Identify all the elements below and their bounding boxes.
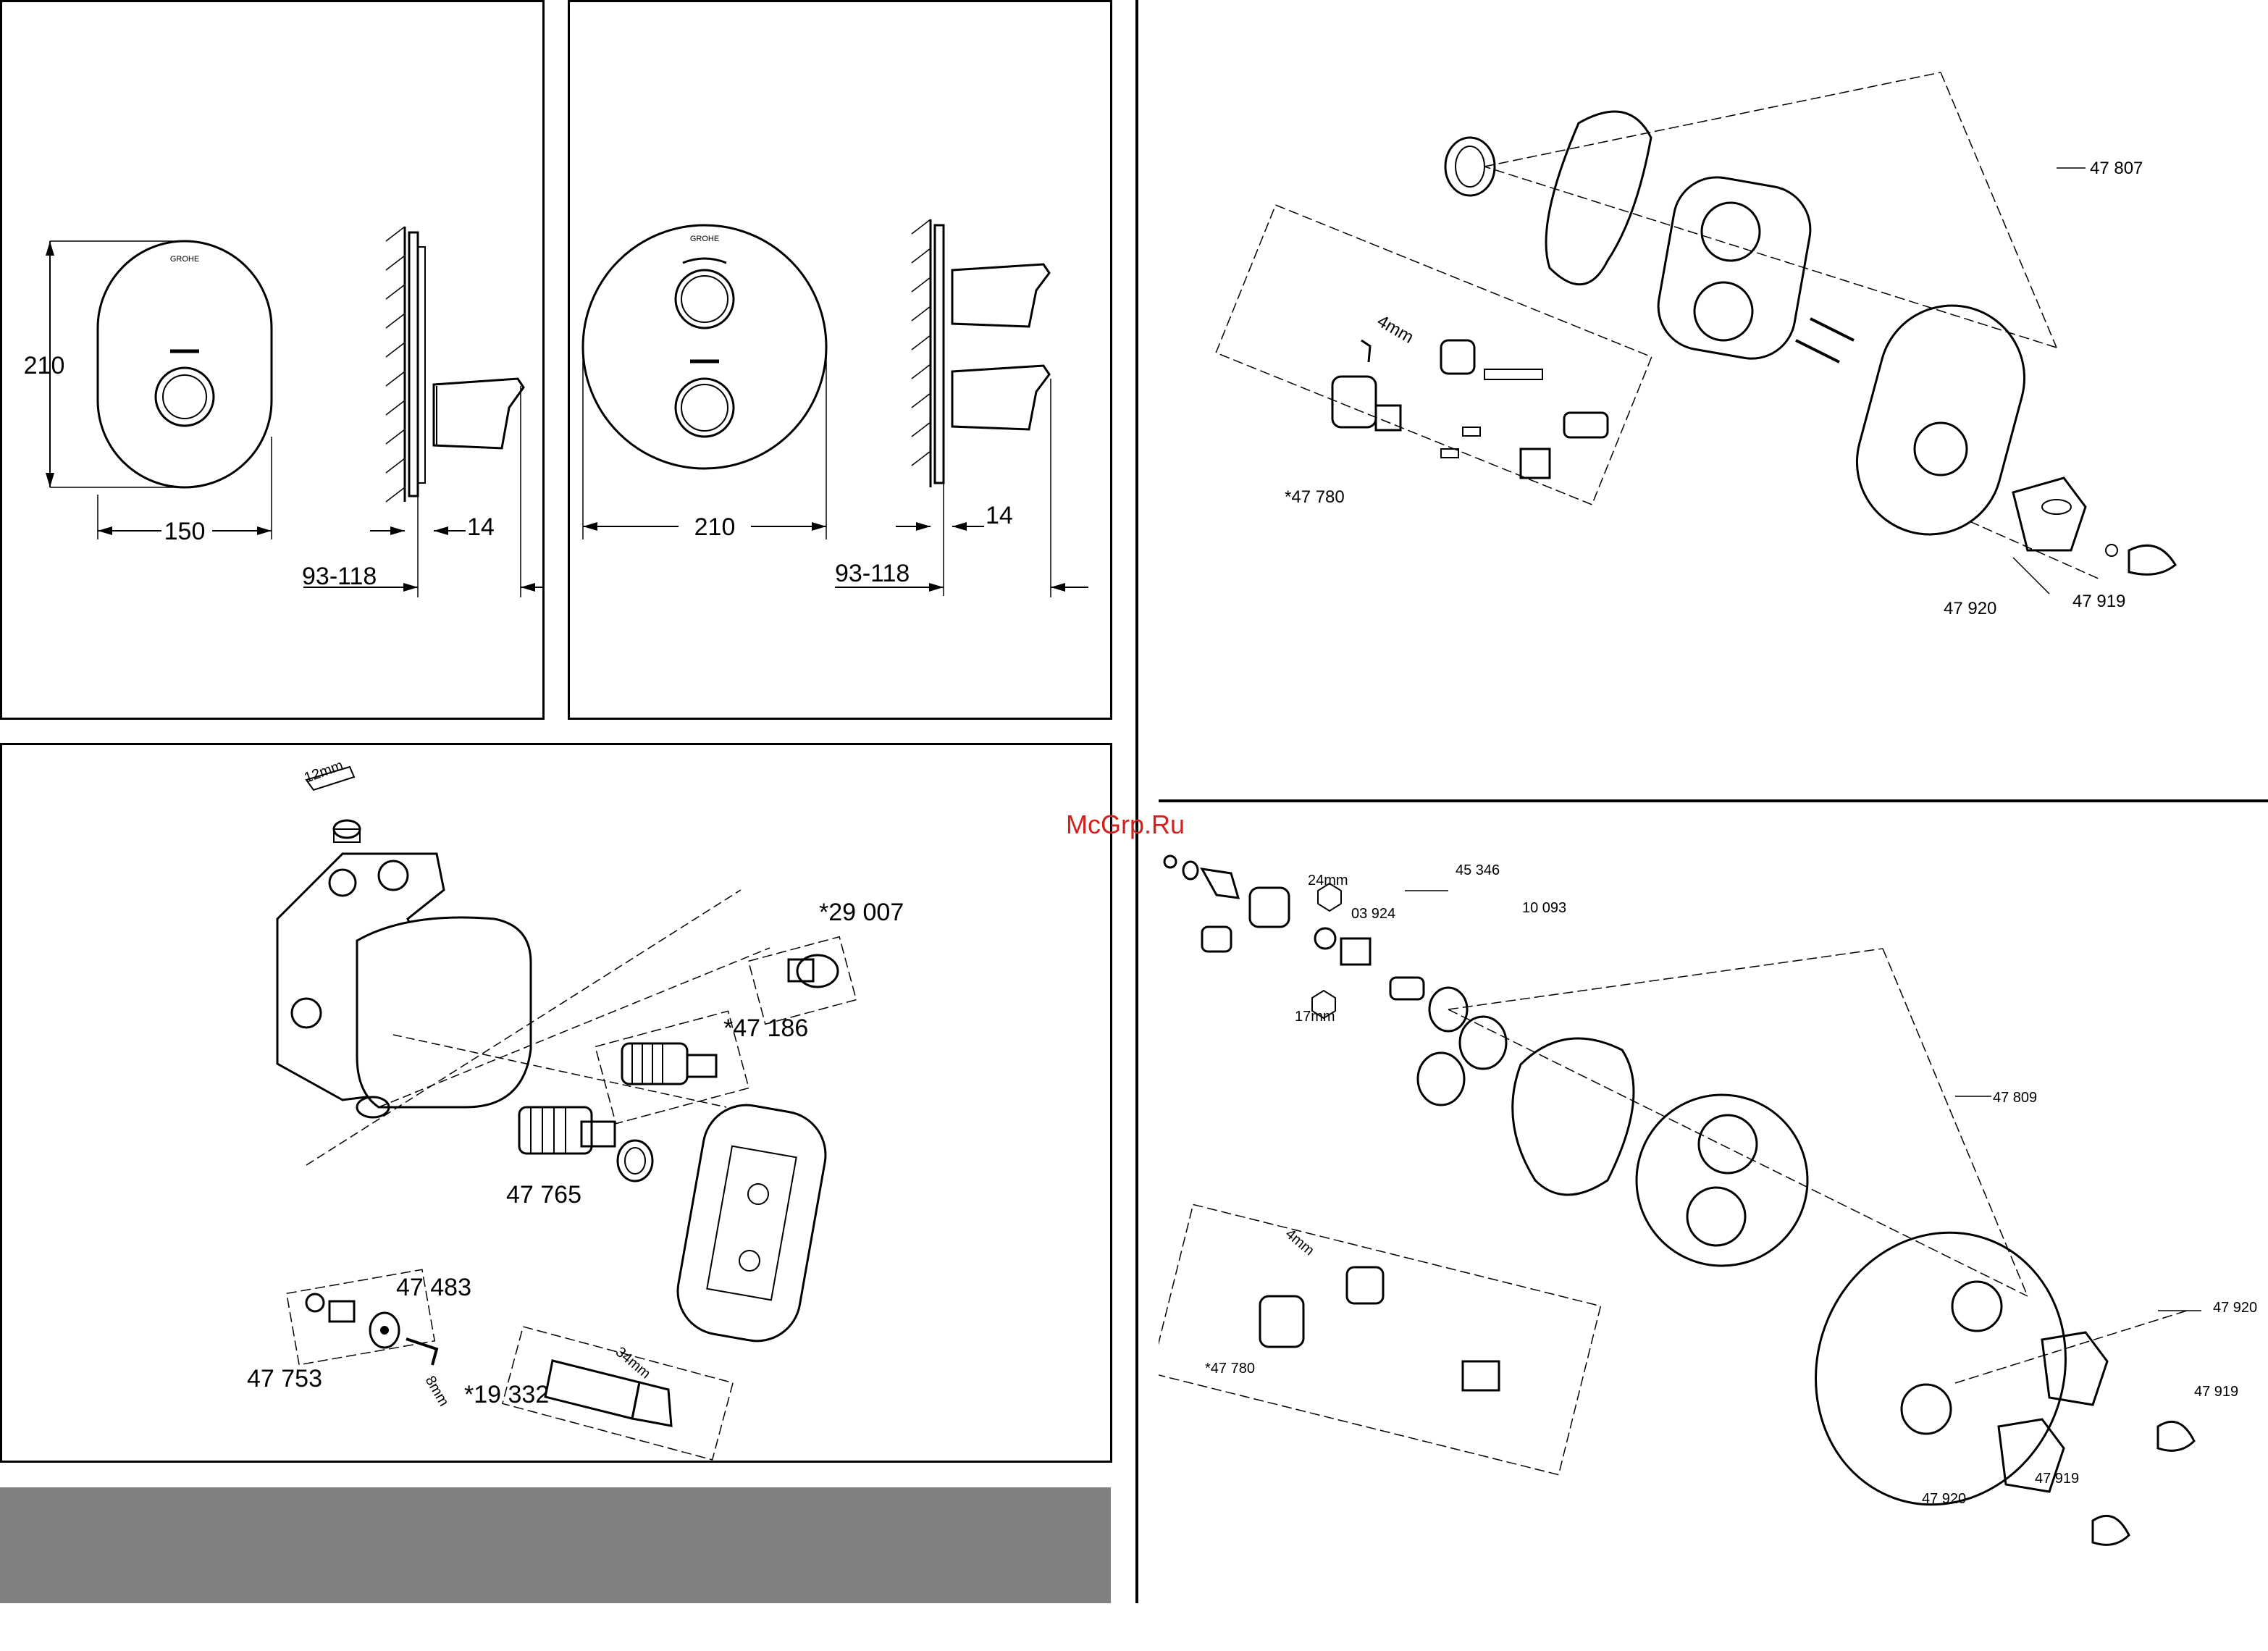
part-47919-left: 47 919 xyxy=(2035,1471,2079,1487)
tool-label-17: 17mm xyxy=(1295,1009,1335,1025)
part-47920-right: 47 920 xyxy=(2213,1300,2257,1316)
width-label: 150 xyxy=(164,518,206,545)
part-47483: 47 483 xyxy=(396,1274,471,1301)
trim-plate-outline xyxy=(98,241,272,487)
width-label: 210 xyxy=(694,513,736,541)
round-trim-outline xyxy=(583,225,826,469)
dimension-panel-double: GROHE 210 xyxy=(568,0,1112,720)
part-47919: 47 919 xyxy=(2072,592,2125,611)
part-03924: 03 924 xyxy=(1351,906,1395,922)
offset-label: 14 xyxy=(467,513,495,541)
single-trim-exploded: 4mm 47 807 *47 780 47 920 47 919 xyxy=(1159,0,2268,797)
part-47920-left: 47 920 xyxy=(1922,1491,1966,1507)
part-29007: *29 007 xyxy=(819,899,904,926)
depth-label: 93-118 xyxy=(835,560,910,587)
vertical-divider xyxy=(1135,0,1138,1603)
part-47809: 47 809 xyxy=(1993,1090,2037,1106)
part-47765: 47 765 xyxy=(506,1181,581,1209)
footer-bar xyxy=(0,1487,1111,1603)
mounting-plate xyxy=(671,1098,833,1348)
part-47807: 47 807 xyxy=(2090,159,2143,178)
dimension-panel-single: GROHE 210 150 xyxy=(0,0,545,720)
trim-plate xyxy=(1841,290,2041,551)
part-19332: *19 332 xyxy=(464,1381,549,1408)
logo-text: GROHE xyxy=(170,255,199,264)
round-trim-plate xyxy=(1778,1197,2103,1539)
part-47920: 47 920 xyxy=(1944,599,1996,618)
tool-label-bottom: 8mm xyxy=(422,1374,452,1409)
tool-label: 4mm xyxy=(1374,311,1417,348)
part-10093: 10 093 xyxy=(1522,900,1566,916)
part-47780: *47 780 xyxy=(1285,487,1345,507)
part-45346: 45 346 xyxy=(1456,862,1500,878)
horizontal-divider xyxy=(1159,799,2268,802)
plaster-guard xyxy=(357,917,531,1107)
part-47919-right: 47 919 xyxy=(2194,1384,2238,1400)
offset-label: 14 xyxy=(986,502,1013,529)
tool-label-24: 24mm xyxy=(1308,873,1348,888)
part-47186: *47 186 xyxy=(723,1014,808,1042)
logo-text: GROHE xyxy=(690,235,719,243)
height-label: 210 xyxy=(24,352,65,379)
rough-in-panel: 12mm *29 007 *47 186 47 765 xyxy=(0,743,1112,1463)
double-trim-exploded: 24mm 17mm 45 346 03 924 10 093 4 xyxy=(1159,804,2268,1603)
part-47780: *47 780 xyxy=(1205,1361,1255,1377)
part-47753: 47 753 xyxy=(247,1365,322,1392)
depth-label: 93-118 xyxy=(302,563,377,590)
